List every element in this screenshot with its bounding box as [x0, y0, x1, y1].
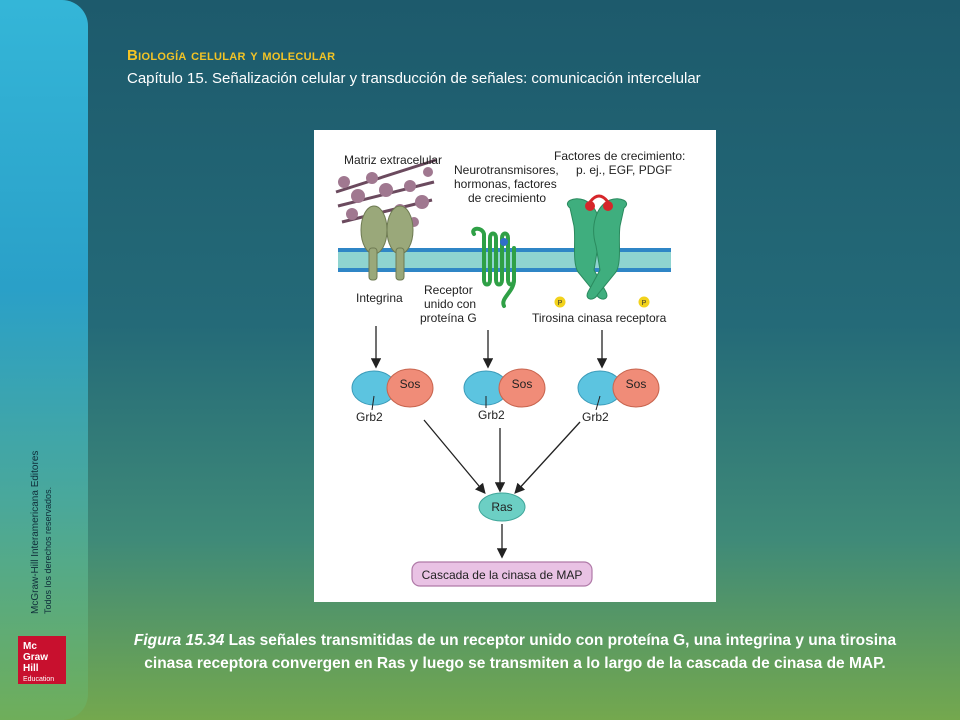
cascade-label: Cascada de la cinasa de MAP — [422, 568, 583, 582]
grb2-sos-complex-1: Sos Grb2 — [351, 368, 434, 424]
figure-caption: Figura 15.34 Las señales transmitidas de… — [120, 629, 910, 675]
phosphate-left: P — [554, 296, 566, 308]
label-gpcr-2: unido con — [424, 297, 476, 311]
ras-label: Ras — [491, 500, 512, 514]
label-ecm: Matriz extracelular — [344, 153, 442, 167]
grb2-sos-complex-3: Sos Grb2 — [577, 368, 660, 424]
label-growth-1: Factores de crecimiento: — [554, 149, 685, 163]
receptor-tyrosine-kinase — [566, 198, 628, 300]
publisher-notice: McGraw-Hill Interamericana Editores Todo… — [30, 451, 54, 614]
publisher-line-1: McGraw-Hill Interamericana Editores — [30, 450, 41, 614]
ras-node: Ras — [478, 492, 526, 522]
sidebar — [0, 0, 88, 720]
label-rtk: Tirosina cinasa receptora — [532, 311, 667, 325]
label-neuro-2: hormonas, factores — [454, 177, 557, 191]
logo-line: Mc — [23, 641, 37, 652]
label-integrin: Integrina — [356, 291, 403, 305]
mcgraw-hill-logo: Mc Graw Hill Education — [18, 636, 66, 684]
label-neuro-1: Neurotransmisores, — [454, 163, 559, 177]
label-gpcr-3: proteína G — [420, 311, 477, 325]
phosphate-right: P — [638, 296, 650, 308]
ligand-dot — [500, 238, 508, 246]
label-growth-2: p. ej., EGF, PDGF — [576, 163, 672, 177]
slide-title: Biología celular y molecular — [127, 47, 336, 64]
membrane-inner-edge — [338, 268, 671, 272]
grb2-label: Grb2 — [478, 408, 505, 422]
logo-line: Hill — [23, 663, 39, 674]
label-neuro-3: de crecimiento — [468, 191, 546, 205]
svg-text:P: P — [642, 300, 647, 307]
arrow-to-ras-3 — [514, 421, 581, 494]
sos-label: Sos — [400, 377, 421, 391]
sos-label: Sos — [512, 377, 533, 391]
label-gpcr-1: Receptor — [424, 283, 473, 297]
signaling-diagram: P P Matriz extracelular Neurotransmisore… — [335, 149, 685, 587]
figure-panel: P P Matriz extracelular Neurotransmisore… — [314, 130, 716, 602]
membrane-outer-edge — [338, 248, 671, 252]
g-protein-coupled-receptor — [471, 226, 516, 308]
grb2-sos-complex-2: Sos Grb2 — [463, 368, 546, 422]
arrow-to-ras-1 — [423, 419, 486, 494]
logo-line: Education — [23, 676, 55, 683]
map-kinase-cascade-box: Cascada de la cinasa de MAP — [411, 561, 593, 587]
figure-reference: Figura 15.34 — [133, 632, 225, 649]
integrin-receptor — [360, 205, 414, 281]
caption-text: Las señales transmitidas de un receptor … — [144, 632, 897, 672]
svg-text:P: P — [558, 300, 563, 307]
logo-line: Graw — [23, 652, 49, 663]
grb2-label: Grb2 — [356, 410, 383, 424]
growth-factor-ligand — [585, 194, 613, 211]
sos-label: Sos — [626, 377, 647, 391]
publisher-line-2: Todos los derechos reservados. — [43, 486, 53, 614]
grb2-label: Grb2 — [582, 410, 609, 424]
slide-subtitle: Capítulo 15. Señalización celular y tran… — [127, 70, 701, 87]
